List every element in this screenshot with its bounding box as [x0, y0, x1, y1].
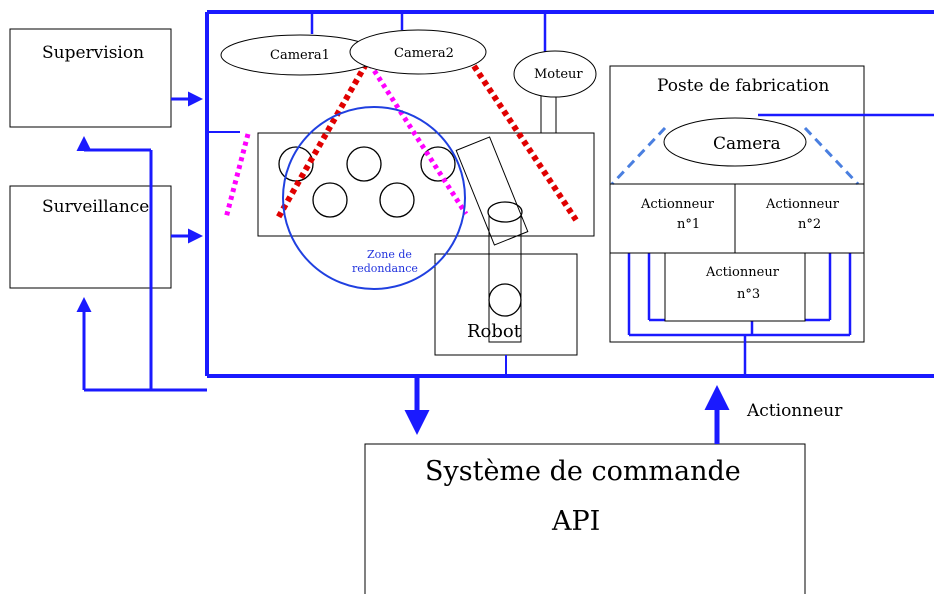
- redundancy-zone: [282, 106, 466, 290]
- conveyor-table: [257, 132, 595, 237]
- supervision-box: [9, 28, 172, 128]
- robot-joint: [488, 283, 522, 317]
- part: [312, 182, 348, 218]
- main-bus: [205, 10, 934, 378]
- camera1-field-of-view: [223, 62, 469, 219]
- supervision-label: Supervision: [42, 43, 144, 63]
- part: [420, 146, 456, 182]
- controller-arrows: [404, 376, 730, 444]
- robot-label: Robot: [467, 321, 522, 342]
- motor-label: Moteur: [534, 67, 583, 82]
- robot-gripper: [455, 136, 529, 246]
- actuator-1-label-line1: Actionneur: [640, 197, 715, 212]
- part: [379, 182, 415, 218]
- actuator-3-box: [664, 252, 806, 322]
- poste-camera-field-of-view: [610, 126, 860, 186]
- surveillance-label: Surveillance: [42, 197, 149, 217]
- surveillance-box: [9, 185, 172, 289]
- poste-fabrication-label: Poste de fabrication: [657, 76, 829, 96]
- actuator-2-label-line2: n°2: [798, 217, 821, 232]
- part: [346, 146, 382, 182]
- camera1-label: Camera1: [270, 48, 330, 63]
- control-system-label-line1: Système de commande: [425, 456, 741, 487]
- redundancy-label-line1: Zone de: [367, 248, 412, 261]
- robot-joint: [487, 201, 523, 223]
- control-system-box: [364, 443, 806, 594]
- actuator-3-label-line1: Actionneur: [705, 265, 780, 280]
- motor: [513, 50, 597, 98]
- feedback-lines: [76, 136, 207, 392]
- redundancy-label-line2: redondance: [352, 262, 418, 275]
- camera2-field-of-view: [275, 62, 579, 222]
- actuator-2-label-line1: Actionneur: [765, 197, 840, 212]
- actuator-3-label-line2: n°3: [737, 287, 760, 302]
- input-arrows: [171, 91, 203, 244]
- parts: [278, 146, 456, 218]
- actuator-1-label-line2: n°1: [677, 217, 700, 232]
- poste-camera: [663, 117, 807, 167]
- camera2-label: Camera2: [394, 46, 454, 61]
- camera2: [349, 29, 487, 75]
- camera-connections: [310, 12, 547, 55]
- actionneur-arrow-label: Actionneur: [746, 401, 843, 421]
- poste-camera-label: Camera: [713, 134, 781, 154]
- control-system-label-line2: API: [551, 506, 600, 537]
